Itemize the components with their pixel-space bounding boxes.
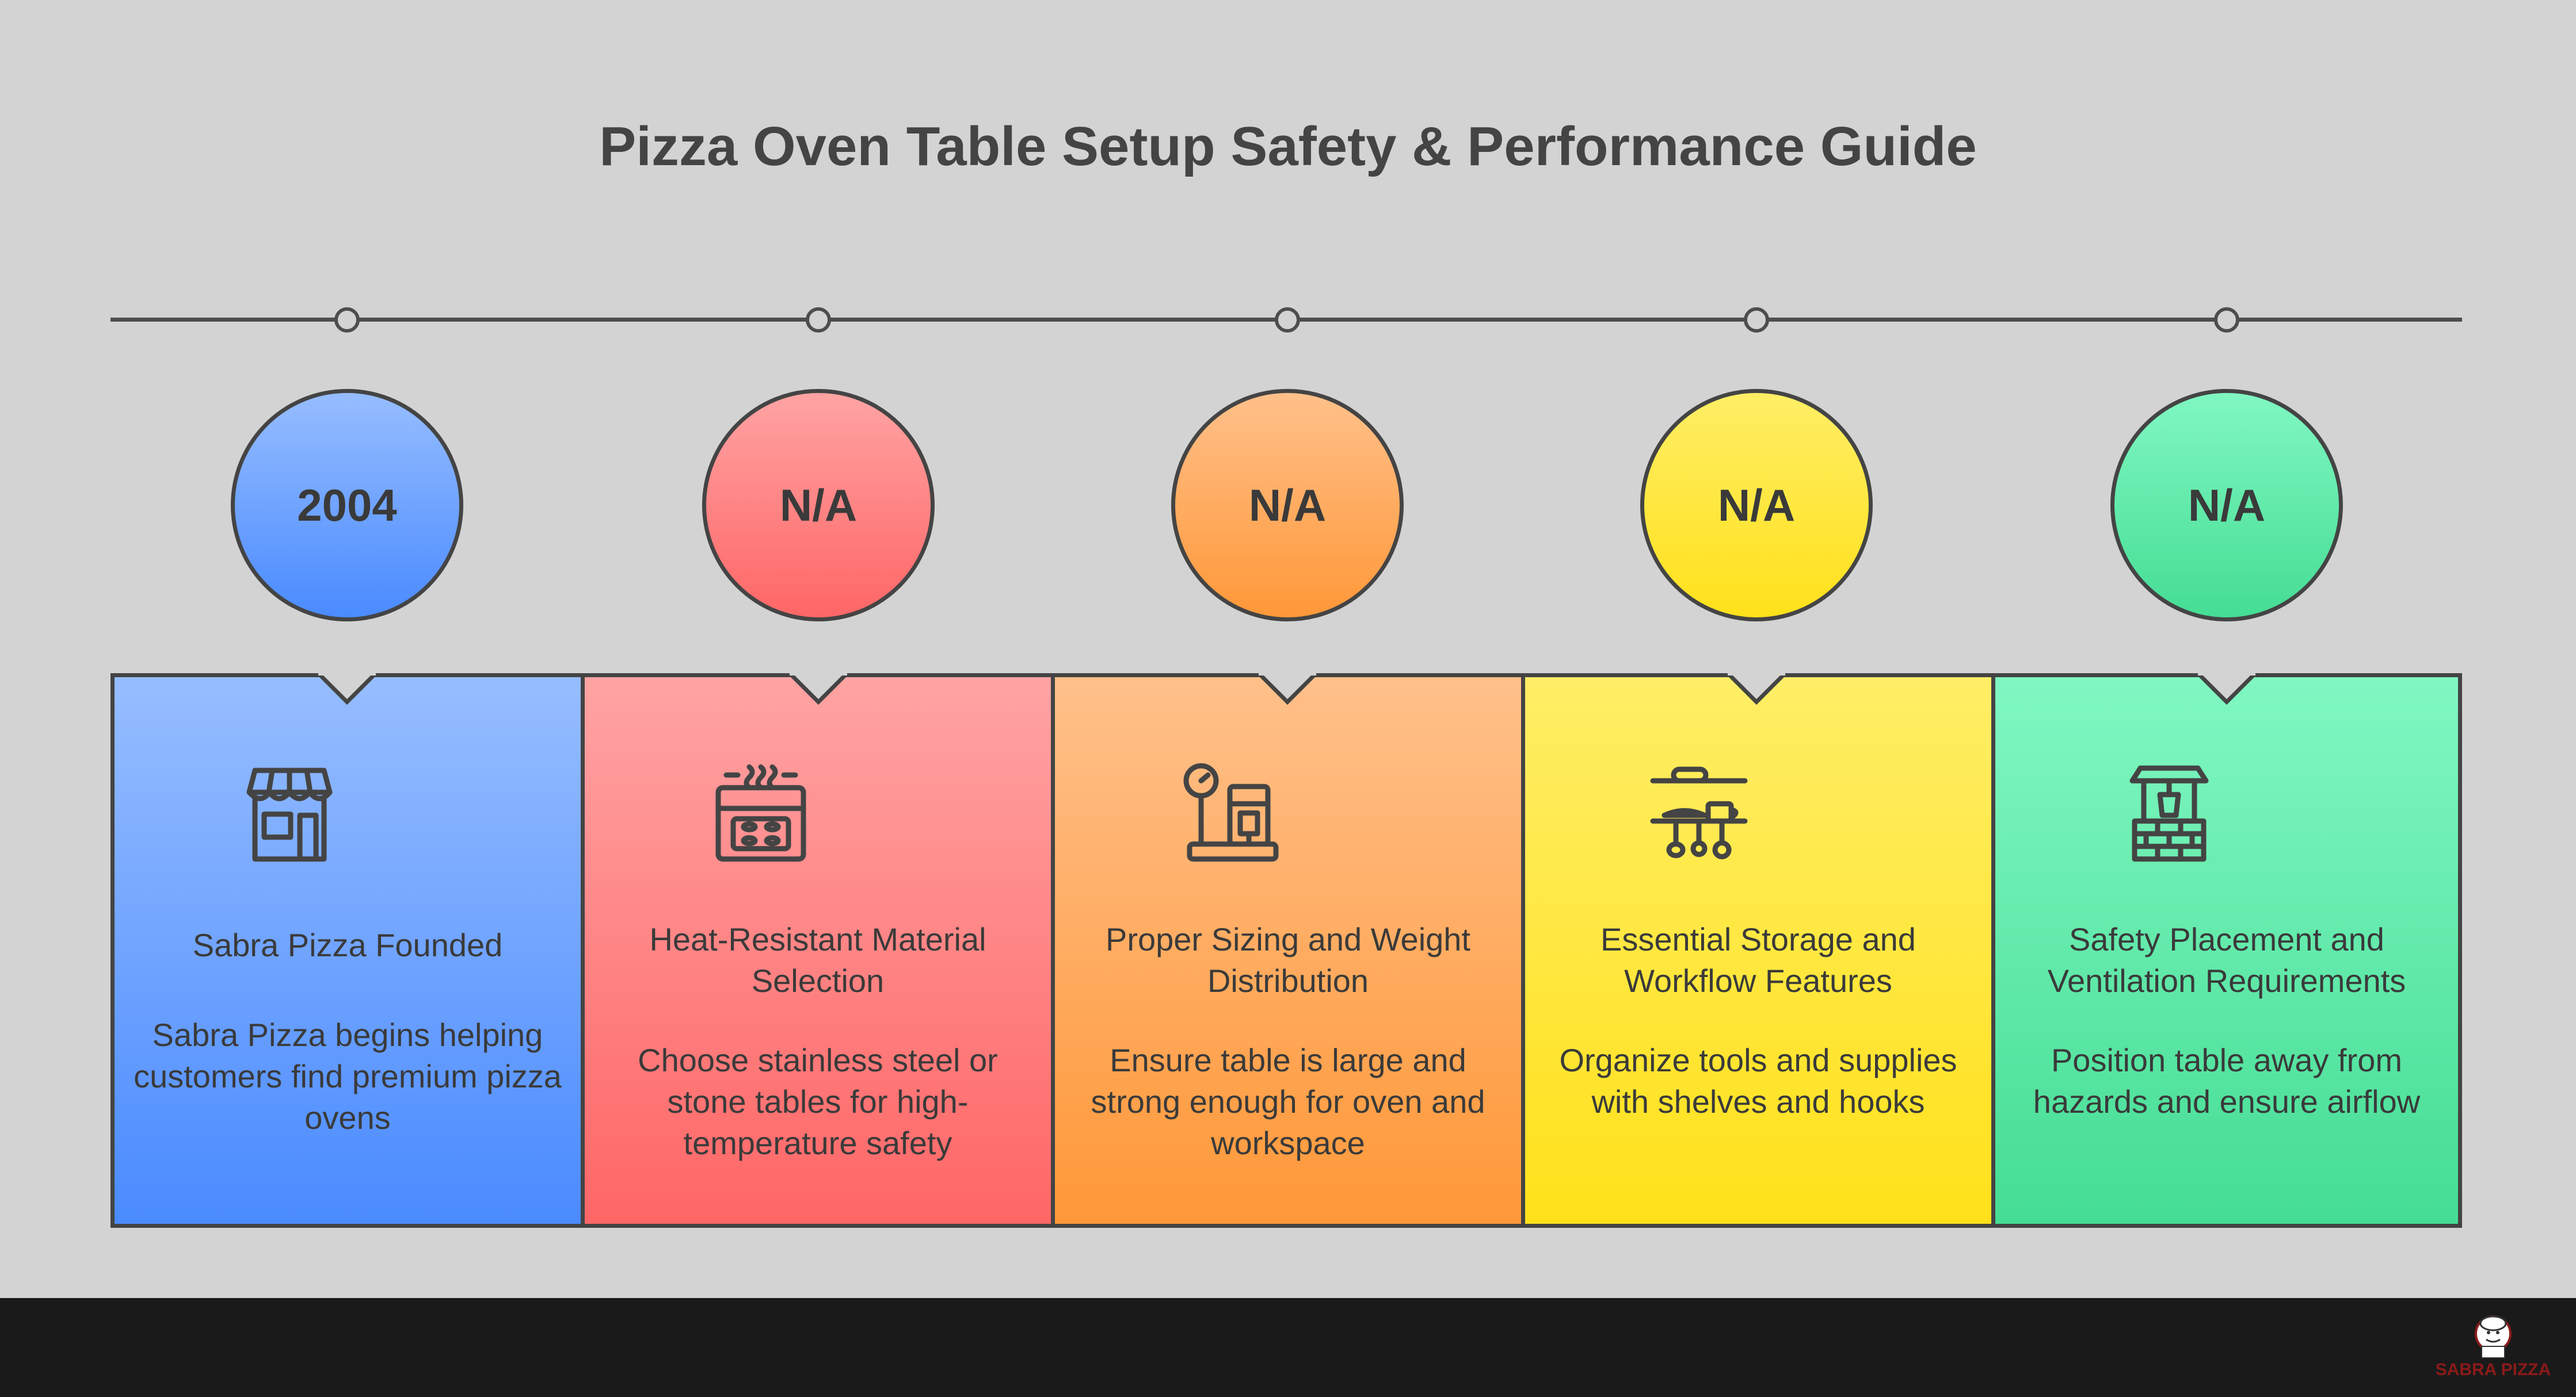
card-pointer	[2198, 673, 2255, 705]
footer-bar	[0, 1298, 2576, 1397]
step-card: Safety Placement and Ventilation Require…	[1991, 673, 2462, 1228]
scale-icon	[1183, 763, 1279, 862]
page-title: Pizza Oven Table Setup Safety & Performa…	[599, 116, 1977, 177]
storefront-icon	[246, 768, 333, 862]
step-description: Organize tools and supplies with shelves…	[1559, 1042, 1957, 1120]
step-description: Choose stainless steel or stone tables f…	[638, 1042, 998, 1161]
step-marker-label: 2004	[297, 479, 397, 530]
timeline-dot	[1744, 307, 1769, 333]
card-pointer	[790, 673, 847, 705]
step-description: Position table away from hazards and ens…	[2033, 1042, 2421, 1120]
step-heading: Heat-Resistant Material Selection	[649, 921, 986, 999]
timeline-dot	[2214, 307, 2239, 333]
step-marker-label: N/A	[779, 479, 858, 530]
step-marker-circle: N/A	[702, 389, 935, 621]
step-marker-label: N/A	[2188, 479, 2266, 530]
step-marker-label: N/A	[1248, 479, 1327, 530]
step-marker-circle: 2004	[231, 389, 463, 621]
step-description: Sabra Pizza begins helping customers fin…	[134, 1017, 562, 1136]
sabra-pizza-logo: SABRA PIZZA	[2436, 1315, 2551, 1379]
step-marker-label: N/A	[1717, 479, 1796, 530]
timeline-dot	[806, 307, 831, 333]
step-description: Ensure table is large and strong enough …	[1091, 1042, 1485, 1161]
step-heading: Sabra Pizza Founded	[192, 927, 503, 963]
kitchen-shelf-icon	[1650, 766, 1748, 860]
step-marker-circle: N/A	[1171, 389, 1404, 621]
stove-icon	[715, 764, 806, 862]
card-pointer	[1728, 673, 1785, 705]
timeline-dot	[1275, 307, 1300, 333]
well-icon	[2129, 765, 2209, 862]
step-marker-circle: N/A	[1640, 389, 1873, 621]
logo-text: SABRA PIZZA	[2436, 1360, 2551, 1379]
step-heading: Safety Placement and Ventilation Require…	[2047, 921, 2406, 999]
step-heading: Proper Sizing and Weight Distribution	[1106, 921, 1470, 999]
timeline-dot	[334, 307, 360, 333]
step-heading: Essential Storage and Workflow Features	[1601, 921, 1916, 999]
step-marker-circle: N/A	[2110, 389, 2343, 621]
card-pointer	[318, 673, 376, 705]
card-pointer	[1259, 673, 1316, 705]
